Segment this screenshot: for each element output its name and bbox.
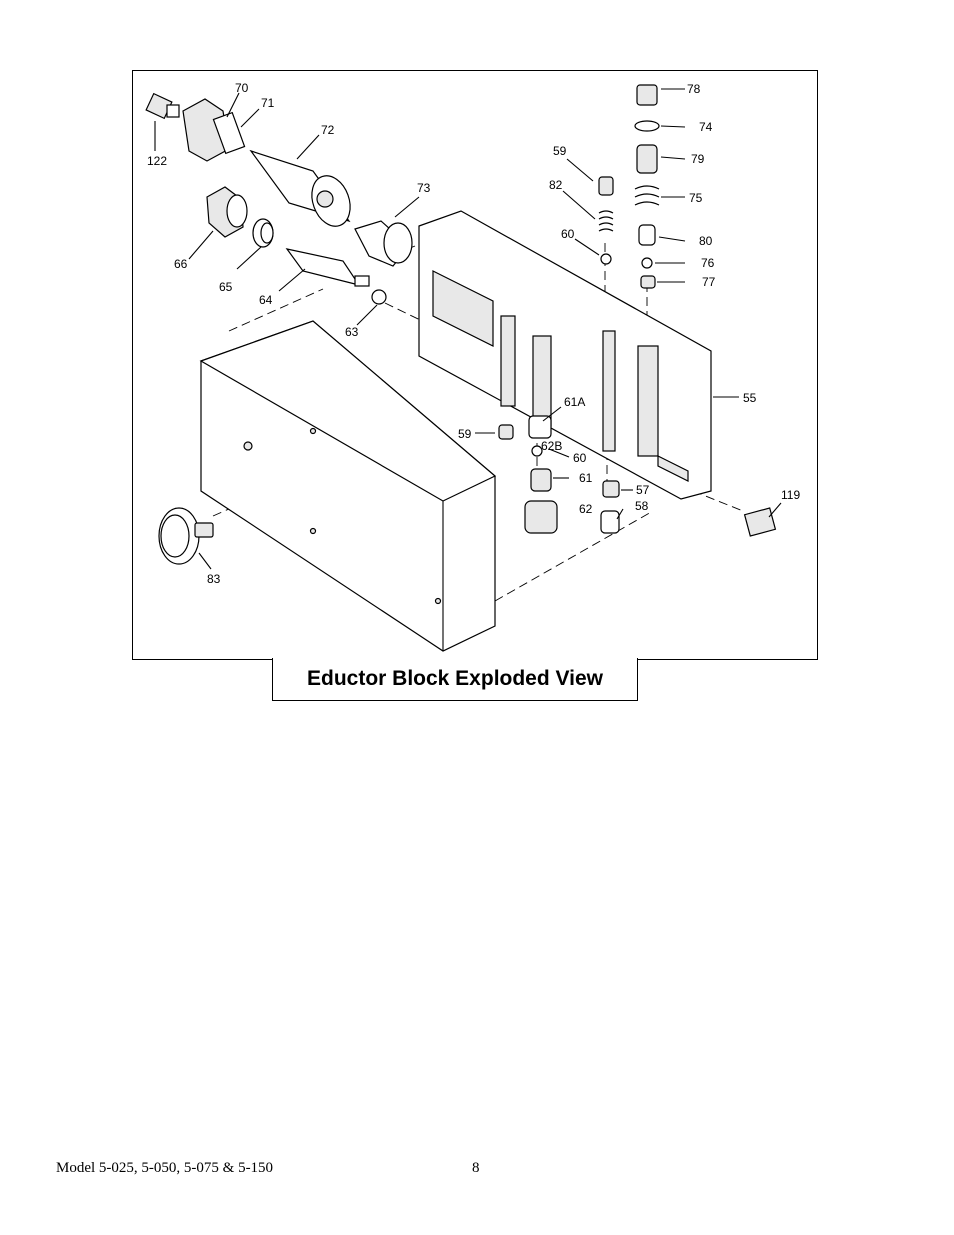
callout-80: 80	[699, 234, 713, 248]
callout-71: 71	[261, 96, 275, 110]
callout-79: 79	[691, 152, 705, 166]
nozzle-73	[354, 220, 413, 267]
shaft-64	[285, 248, 370, 287]
callout-75: 75	[689, 191, 703, 205]
gauge-83	[158, 507, 214, 565]
callout-leaders	[154, 88, 782, 570]
callout-60-lower: 60	[573, 451, 587, 465]
fitting-119	[743, 507, 777, 537]
housing-70-71	[182, 98, 246, 162]
seal-65	[252, 218, 274, 248]
callout-119: 119	[781, 488, 800, 502]
exploded-view-drawing: 70 71 72 122 73 66 65 64 63 59 82 60 78 …	[145, 81, 800, 652]
callout-66: 66	[174, 257, 188, 271]
callout-63: 63	[345, 325, 359, 339]
callout-82: 82	[549, 178, 563, 192]
callout-122: 122	[147, 154, 167, 168]
callout-78: 78	[687, 82, 701, 96]
callout-72: 72	[321, 123, 335, 137]
callout-61A: 61A	[564, 395, 585, 409]
callout-62B: 62B	[541, 439, 562, 453]
callout-58: 58	[635, 499, 649, 513]
callout-62: 62	[579, 502, 593, 516]
callout-74: 74	[699, 120, 713, 134]
parts-59-82-60-upper	[598, 176, 614, 265]
footer-model-text: Model 5-025, 5-050, 5-075 & 5-150	[56, 1160, 274, 1176]
callout-61: 61	[579, 471, 593, 485]
callout-83: 83	[207, 572, 221, 586]
callout-59-lower: 59	[458, 427, 472, 441]
fitting-122	[145, 92, 180, 120]
parts-78-to-77	[634, 84, 660, 289]
plug-66	[206, 186, 248, 238]
callout-59-upper: 59	[553, 144, 567, 158]
callout-73: 73	[417, 181, 431, 195]
callout-60-upper: 60	[561, 227, 575, 241]
callout-55: 55	[743, 391, 757, 405]
callout-64: 64	[259, 293, 273, 307]
exploded-view-figure: 70 71 72 122 73 66 65 64 63 59 82 60 78 …	[132, 70, 818, 660]
callout-76: 76	[701, 256, 715, 270]
callout-77: 77	[702, 275, 716, 289]
callout-labels: 70 71 72 122 73 66 65 64 63 59 82 60 78 …	[147, 81, 800, 586]
eductor-block-half	[418, 210, 712, 500]
callout-65: 65	[219, 280, 233, 294]
callout-57: 57	[636, 483, 650, 497]
callout-70: 70	[235, 81, 249, 95]
figure-caption-box: Eductor Block Exploded View	[272, 658, 638, 701]
parts-61A-to-58	[498, 415, 620, 534]
page-number: 8	[472, 1160, 480, 1176]
body-72	[249, 149, 351, 227]
figure-caption: Eductor Block Exploded View	[306, 667, 603, 690]
ball-63	[371, 289, 387, 305]
eductor-block-body	[199, 320, 497, 652]
